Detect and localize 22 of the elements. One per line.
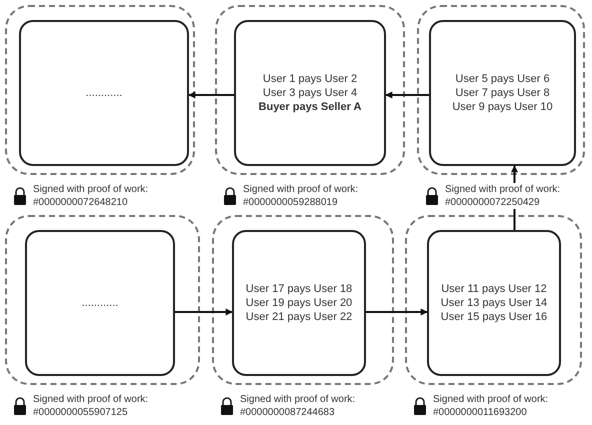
block-text: User 11 pays User 12 User 13 pays User 14 User 15 pays User 16 <box>440 282 548 324</box>
dashed-block-frame <box>405 215 582 385</box>
arrow <box>366 308 428 316</box>
dashed-block-frame <box>417 5 585 175</box>
dashed-block-frame <box>5 5 195 175</box>
arrow <box>175 308 233 316</box>
block-text: User 1 pays User 2 User 3 pays User 4 Buyer pays Seller A <box>258 72 362 114</box>
dashed-block-frame <box>5 215 200 385</box>
block-box <box>232 230 366 376</box>
block-box <box>429 20 576 166</box>
block-text: ............ <box>80 296 120 310</box>
arrow <box>385 92 429 98</box>
block-box <box>234 20 386 166</box>
block-text: ............ <box>84 86 124 100</box>
block-text: User 5 pays User 6 User 7 pays User 8 User 9 pays User 10 <box>451 72 554 114</box>
dashed-block-frame <box>212 215 394 385</box>
block-box <box>427 230 561 376</box>
dashed-block-frame <box>215 5 405 175</box>
block-box <box>25 230 175 376</box>
arrow <box>188 92 234 98</box>
block-text: User 17 pays User 18 User 19 pays User 20 User 21 pays User 22 <box>244 282 354 324</box>
block-box <box>19 20 189 166</box>
